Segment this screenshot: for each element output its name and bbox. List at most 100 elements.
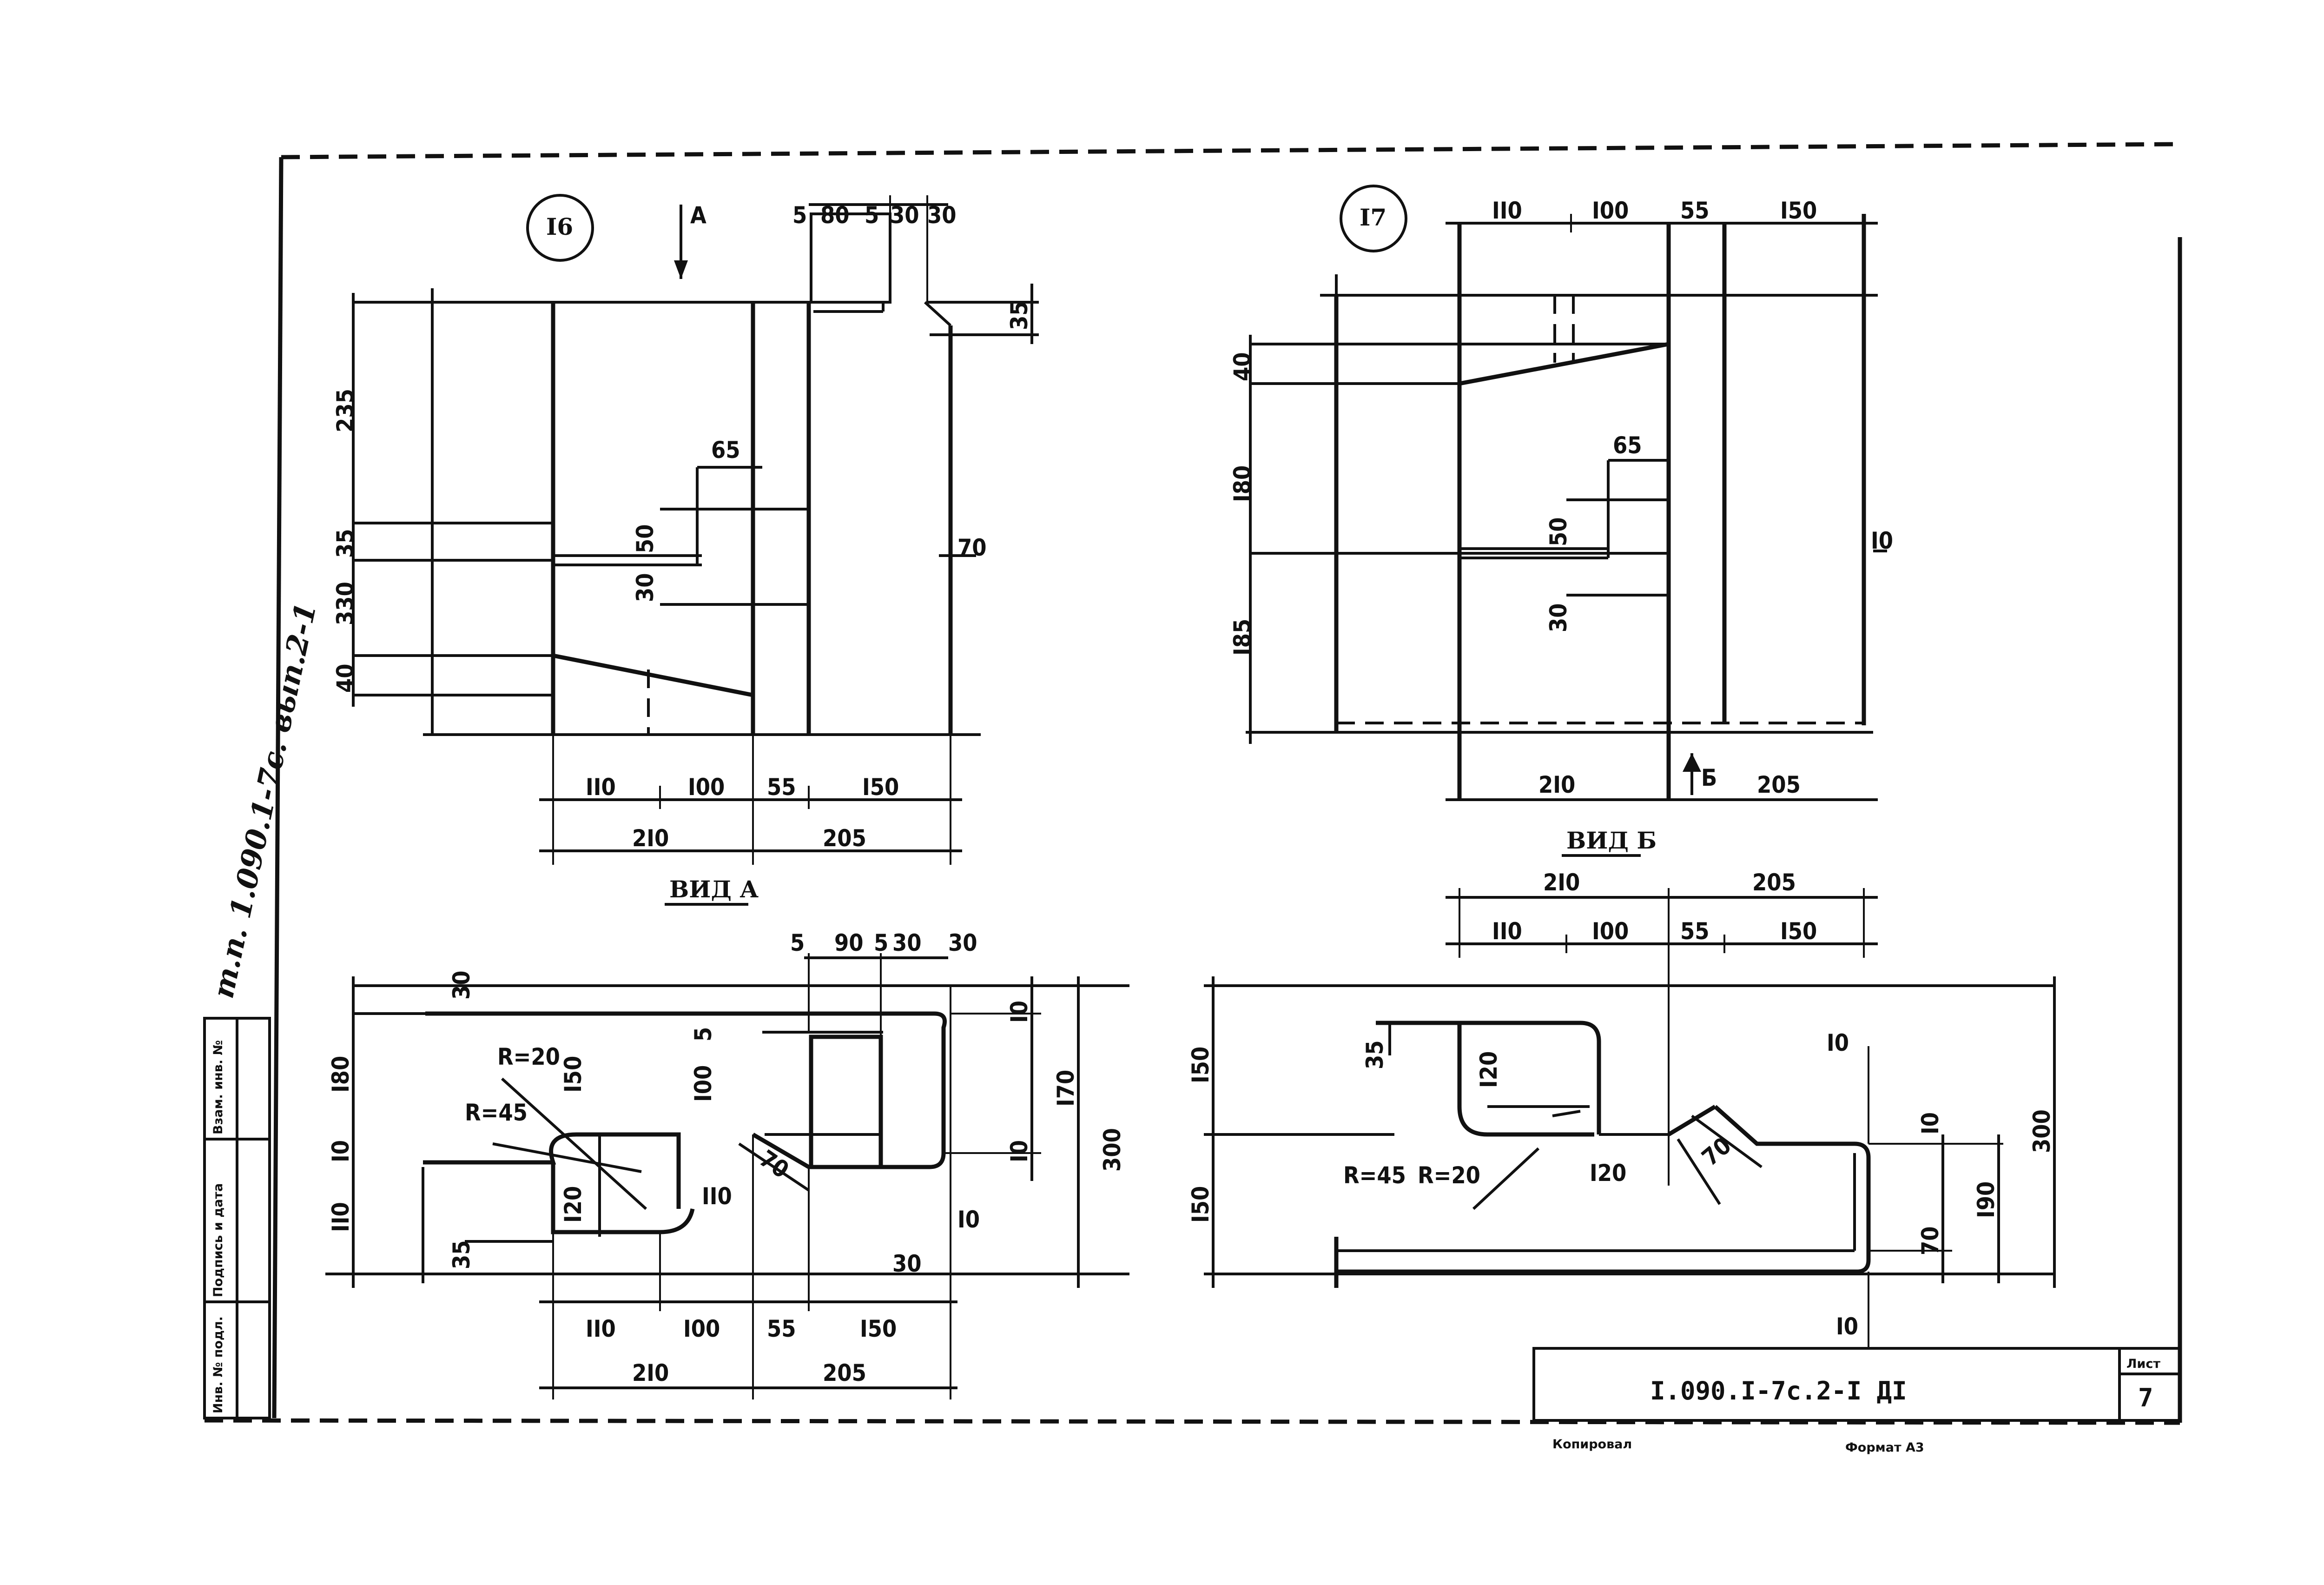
- title-block: I.090.I-7c.2-I ДI Лист 7: [1532, 1347, 2181, 1422]
- va-5: 5: [690, 1027, 717, 1041]
- n16-bot-55: 55: [767, 774, 796, 801]
- va-top-5a: 5: [790, 929, 805, 956]
- vb-right-190: I90: [1973, 1181, 2000, 1218]
- n17-inner-65: 65: [1613, 432, 1642, 459]
- n16-right-35: 35: [1006, 301, 1033, 330]
- side-note: т.п. 1.090.1-7с. вып.2-1: [206, 600, 323, 1001]
- sheet-number: 7: [2138, 1383, 2153, 1413]
- n17-right-10: I0: [1871, 527, 1893, 554]
- n16-left-330: 330: [332, 582, 359, 625]
- vb-left-150a: I50: [1187, 1047, 1214, 1083]
- n16-inner-65: 65: [711, 437, 740, 464]
- view-a: 5 90 5 30 30 30 I80 I0 II0 35 R=20 R=45 …: [325, 929, 1129, 1399]
- vb-top-210: 2I0: [1543, 869, 1580, 896]
- va-right-300: 300: [1099, 1128, 1126, 1172]
- va-r20: R=20: [497, 1043, 560, 1070]
- view-b: 2I0 205 II0 I00 55 I50 I50 I50 35 I20 I2…: [1187, 869, 2056, 1348]
- sheet-label: Лист: [2126, 1357, 2160, 1371]
- node-16-label: I6: [546, 213, 573, 240]
- n17-left-180: I80: [1229, 465, 1256, 502]
- vb-r45: R=45: [1343, 1162, 1406, 1189]
- arrow-b-label: Б: [1701, 764, 1717, 791]
- n17-left-185: I85: [1229, 619, 1256, 656]
- n16-top-30b: 30: [927, 202, 957, 229]
- va-bot-100: I00: [683, 1315, 720, 1342]
- va-right-10b: I0: [1006, 1140, 1033, 1162]
- node-16-view: I6 A: [332, 194, 1039, 906]
- va-left-110: II0: [327, 1202, 354, 1232]
- node-16-marker: [526, 194, 594, 262]
- side-stamp-box: Инв. № подл. Подпись и дата Взам. инв. №: [203, 1017, 271, 1419]
- arrow-a-label: A: [690, 202, 706, 229]
- vb-top-205: 205: [1752, 869, 1796, 896]
- n17-top-100: I00: [1592, 197, 1629, 224]
- n17-left-40: 40: [1229, 352, 1256, 381]
- n17-bot-205: 205: [1757, 771, 1801, 798]
- stamp-inv-label: Инв. № подл.: [211, 1316, 225, 1413]
- n16-bot-100: I00: [688, 774, 725, 801]
- vid-b-title: ВИД Б: [1566, 827, 1657, 854]
- va-left-30: 30: [448, 970, 475, 1000]
- vb-top-110: II0: [1492, 918, 1522, 945]
- n16-right-70: 70: [957, 534, 987, 561]
- n17-top-55: 55: [1680, 197, 1710, 224]
- vb-120: I20: [1475, 1051, 1502, 1088]
- vb-left-150b: I50: [1187, 1186, 1214, 1223]
- va-left-10: I0: [327, 1140, 354, 1162]
- n16-bot-210: 2I0: [632, 825, 669, 852]
- n16-left-235: 235: [332, 389, 359, 432]
- n16-bot-110: II0: [586, 774, 616, 801]
- doc-code: I.090.I-7c.2-I ДI: [1650, 1376, 1907, 1406]
- va-120: I20: [560, 1186, 587, 1223]
- n16-top-5a: 5: [792, 202, 807, 229]
- n16-top-80: 80: [820, 202, 850, 229]
- n16-top-5b: 5: [865, 202, 879, 229]
- node-17-marker: [1340, 185, 1407, 252]
- n16-left-40: 40: [332, 663, 359, 693]
- n17-inner-30: 30: [1545, 603, 1572, 632]
- va-right-30: 30: [892, 1250, 922, 1277]
- va-bot-150: I50: [860, 1315, 897, 1342]
- vb-right-10b: I0: [1917, 1112, 1944, 1134]
- n17-inner-50: 50: [1545, 517, 1572, 546]
- stamp-sign-label: Подпись и дата: [211, 1183, 225, 1297]
- vb-right-300: 300: [2028, 1109, 2055, 1153]
- va-left-180: I80: [327, 1056, 354, 1093]
- vb-right-10a: I0: [1827, 1029, 1849, 1056]
- stamp-replace-label: Взам. инв. №: [211, 1040, 225, 1134]
- va-110: II0: [702, 1183, 732, 1210]
- va-bot-110: II0: [586, 1315, 616, 1342]
- vb-top-55: 55: [1680, 918, 1710, 945]
- vb-right-70: 70: [1917, 1226, 1944, 1255]
- n17-top-110: II0: [1492, 197, 1522, 224]
- va-r45: R=45: [465, 1099, 528, 1126]
- n17-top-150: I50: [1780, 197, 1817, 224]
- sheet-frame: [204, 142, 2182, 1425]
- va-right-10: I0: [1006, 1001, 1033, 1023]
- n16-bot-150: I50: [862, 774, 899, 801]
- vb-120b: I20: [1590, 1160, 1626, 1187]
- vb-bot-10: I0: [1836, 1313, 1858, 1340]
- copied-label: Копировал: [1552, 1437, 1632, 1452]
- va-top-5b: 5: [874, 929, 888, 956]
- vid-a-title: ВИД А: [669, 875, 759, 903]
- va-top-30a: 30: [892, 929, 922, 956]
- va-150: I50: [560, 1056, 587, 1093]
- node-17-label: I7: [1360, 204, 1386, 231]
- va-bot-210: 2I0: [632, 1360, 669, 1386]
- vb-r20: R=20: [1418, 1162, 1480, 1189]
- va-top-90: 90: [834, 929, 864, 956]
- va-right-170: I70: [1052, 1070, 1079, 1107]
- va-right-10c: I0: [957, 1206, 980, 1233]
- vb-top-150: I50: [1780, 918, 1817, 945]
- n16-left-35: 35: [332, 529, 359, 558]
- n16-top-30a: 30: [890, 202, 919, 229]
- vb-top-100: I00: [1592, 918, 1629, 945]
- format-label: Формат А3: [1845, 1440, 1924, 1455]
- va-left-35: 35: [448, 1240, 475, 1269]
- node-17-view: I7 Б II0 I00 55 I50 40 I80: [1229, 185, 1893, 857]
- n16-inner-30: 30: [632, 573, 659, 602]
- va-100: I00: [690, 1065, 717, 1102]
- n17-bot-210: 2I0: [1538, 771, 1575, 798]
